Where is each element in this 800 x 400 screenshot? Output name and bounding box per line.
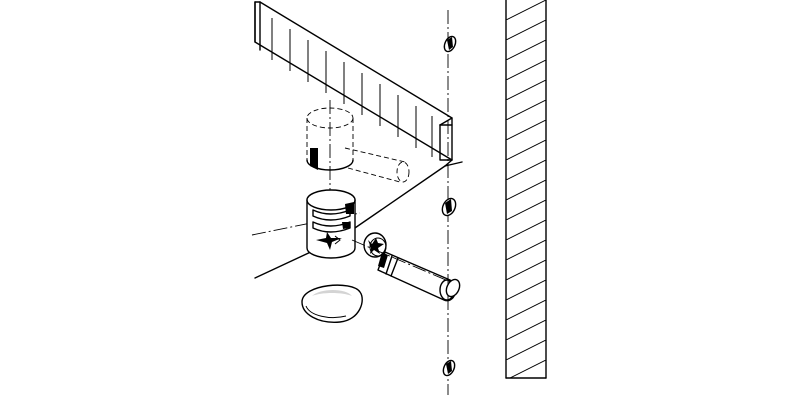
edge-band-hatching bbox=[271, 18, 433, 157]
connecting-bolt bbox=[363, 232, 457, 302]
shelf-panel bbox=[251, 1, 463, 279]
cabinet-side-panel bbox=[505, 0, 547, 379]
support-hole-icon bbox=[441, 197, 457, 217]
cover-cap bbox=[301, 284, 363, 323]
shelf-support-holes bbox=[441, 35, 461, 377]
support-hole-icon bbox=[442, 359, 456, 377]
cam-cross-drive-icon bbox=[316, 232, 342, 250]
bolt-axis bbox=[351, 239, 461, 287]
support-hole-icon bbox=[443, 35, 457, 53]
cam-housing bbox=[306, 189, 356, 259]
support-hole-icon bbox=[445, 278, 461, 298]
